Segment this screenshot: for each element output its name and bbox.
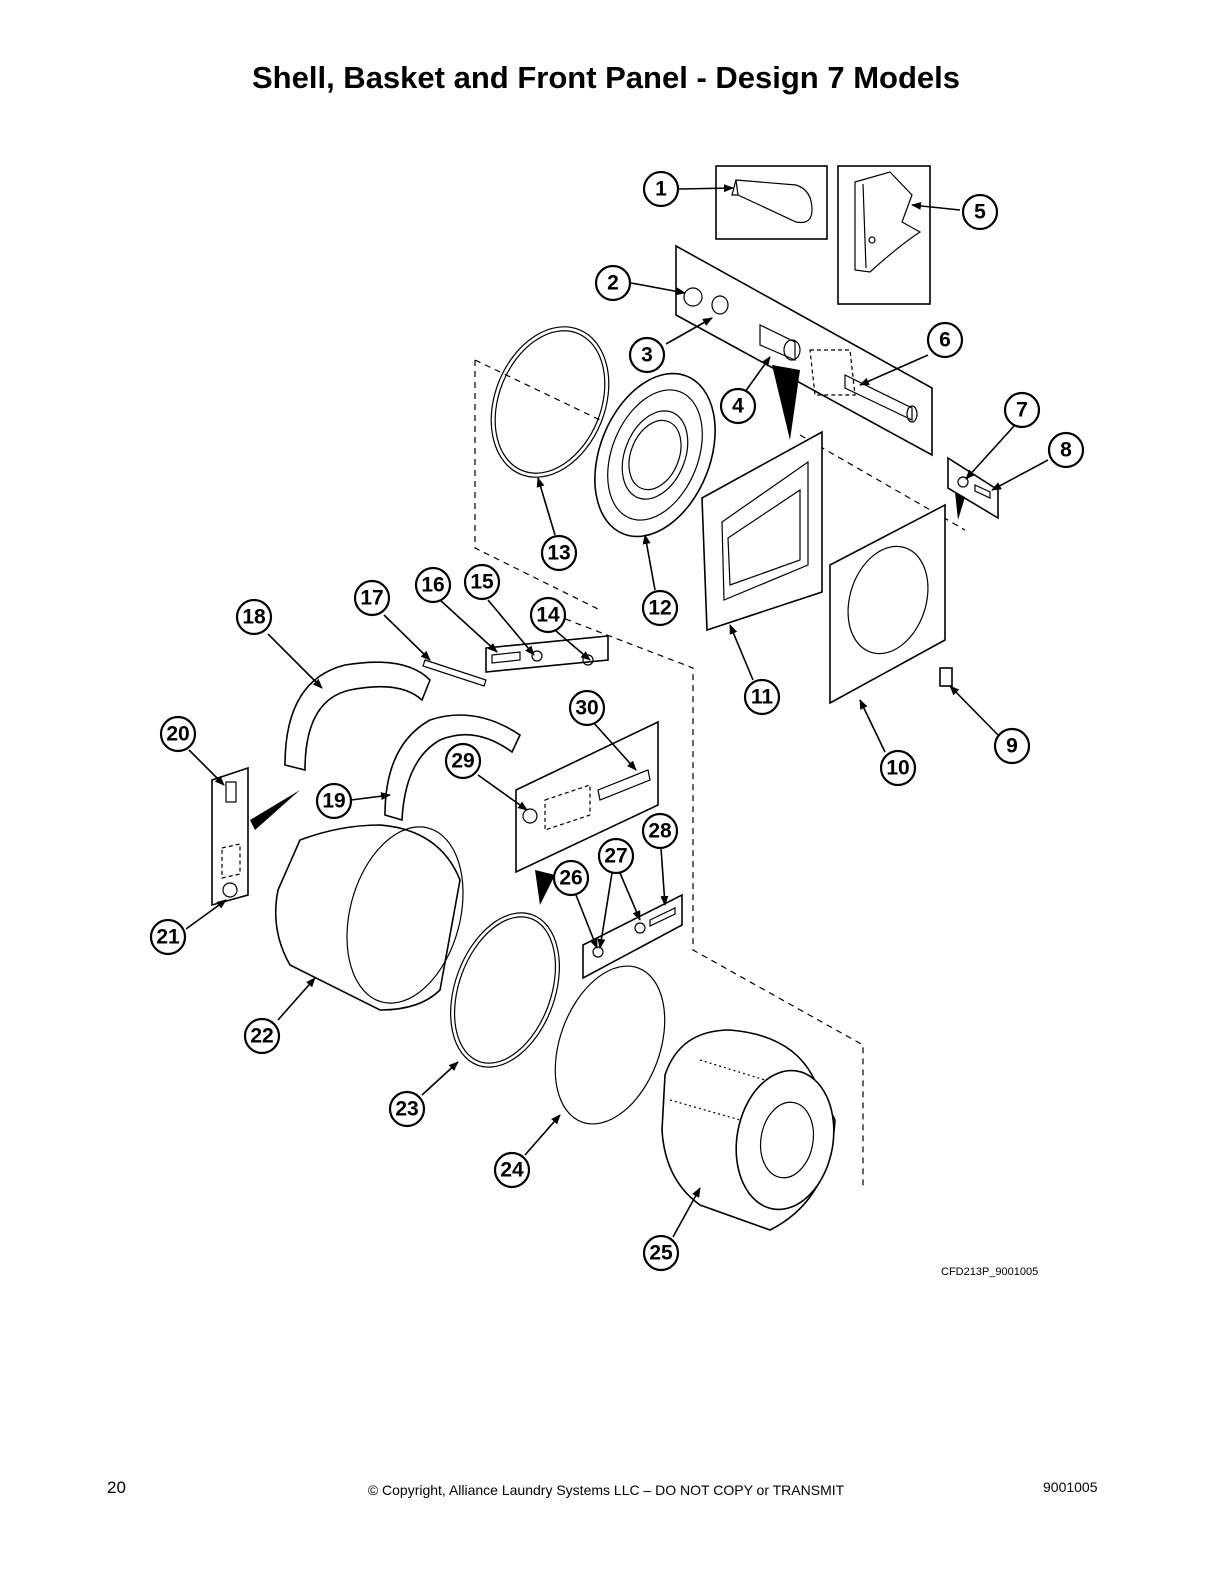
callout-12: 12 bbox=[641, 589, 679, 627]
svg-text:2: 2 bbox=[607, 272, 619, 295]
svg-text:19: 19 bbox=[322, 790, 345, 813]
leader-lines bbox=[185, 184, 1049, 1238]
svg-text:7: 7 bbox=[1016, 399, 1028, 422]
bracket-inset bbox=[837, 165, 931, 305]
door-gasket-ring bbox=[490, 326, 610, 478]
callout-27: 27 bbox=[597, 837, 635, 875]
callout-23: 23 bbox=[388, 1090, 426, 1128]
callout-22: 22 bbox=[243, 1017, 281, 1055]
svg-text:27: 27 bbox=[604, 845, 627, 868]
callout-14: 14 bbox=[529, 596, 567, 634]
svg-text:10: 10 bbox=[886, 757, 909, 780]
callout-5: 5 bbox=[961, 193, 999, 231]
svg-text:9: 9 bbox=[1006, 735, 1018, 758]
bolt-panel-29-30 bbox=[515, 720, 659, 905]
callout-11: 11 bbox=[743, 678, 781, 716]
page-title: Shell, Basket and Front Panel - Design 7… bbox=[252, 60, 960, 95]
callout-24: 24 bbox=[493, 1151, 531, 1189]
svg-text:3: 3 bbox=[641, 344, 653, 367]
screw-panel-26-28 bbox=[582, 893, 683, 980]
svg-text:18: 18 bbox=[242, 606, 266, 629]
clamp-ring-inner bbox=[453, 916, 557, 1064]
svg-text:5: 5 bbox=[974, 201, 986, 224]
support-rod bbox=[422, 659, 487, 687]
svg-text:24: 24 bbox=[500, 1159, 524, 1182]
svg-text:13: 13 bbox=[547, 542, 570, 565]
svg-text:26: 26 bbox=[559, 867, 582, 890]
callout-2: 2 bbox=[594, 264, 632, 302]
callout-13: 13 bbox=[540, 534, 578, 572]
clip-inset bbox=[715, 165, 828, 240]
svg-text:25: 25 bbox=[649, 1242, 673, 1265]
callout-20: 20 bbox=[159, 715, 197, 753]
svg-text:1: 1 bbox=[655, 178, 667, 201]
callout-8: 8 bbox=[1047, 431, 1085, 469]
svg-text:14: 14 bbox=[536, 604, 560, 627]
callout-21: 21 bbox=[149, 918, 187, 956]
svg-text:30: 30 bbox=[575, 697, 598, 720]
svg-text:16: 16 bbox=[421, 574, 444, 597]
svg-text:17: 17 bbox=[360, 587, 383, 610]
svg-text:20: 20 bbox=[166, 723, 189, 746]
callout-29: 29 bbox=[444, 742, 482, 780]
callout-18: 18 bbox=[235, 598, 273, 636]
bolt-nut-panel bbox=[211, 766, 300, 907]
callout-4: 4 bbox=[719, 387, 757, 425]
outer-shell bbox=[274, 824, 464, 1011]
svg-text:23: 23 bbox=[395, 1098, 418, 1121]
front-panel-plate bbox=[701, 430, 823, 632]
screw-washer-panel bbox=[947, 456, 999, 520]
callout-9: 9 bbox=[993, 727, 1031, 765]
drawing-id: CFD213P_9001005 bbox=[941, 1266, 1039, 1278]
callout-3: 3 bbox=[628, 336, 666, 374]
callout-15: 15 bbox=[463, 563, 501, 601]
svg-text:11: 11 bbox=[751, 686, 774, 709]
clamp-ring bbox=[450, 912, 560, 1068]
callout-28: 28 bbox=[641, 812, 679, 850]
shell-support-bands bbox=[284, 661, 522, 822]
callout-7: 7 bbox=[1003, 391, 1041, 429]
document-number: 9001005 bbox=[1043, 1479, 1098, 1495]
svg-text:29: 29 bbox=[451, 750, 474, 773]
callout-26: 26 bbox=[552, 859, 590, 897]
small-clip bbox=[939, 667, 953, 687]
bearing-housing bbox=[594, 372, 716, 538]
callout-16: 16 bbox=[414, 566, 452, 604]
callout-25: 25 bbox=[642, 1234, 680, 1272]
svg-text:28: 28 bbox=[648, 820, 672, 843]
page-number: 20 bbox=[107, 1478, 126, 1497]
basket-ring bbox=[554, 965, 666, 1125]
callout-10: 10 bbox=[879, 749, 917, 787]
svg-text:22: 22 bbox=[250, 1025, 273, 1048]
callout-30: 30 bbox=[568, 689, 606, 727]
svg-text:4: 4 bbox=[732, 395, 744, 418]
callout-19: 19 bbox=[315, 782, 353, 820]
svg-text:6: 6 bbox=[939, 329, 951, 352]
wash-basket bbox=[661, 1029, 836, 1231]
svg-text:21: 21 bbox=[156, 926, 180, 949]
svg-text:8: 8 bbox=[1060, 439, 1072, 462]
copyright-notice: © Copyright, Alliance Laundry Systems LL… bbox=[367, 1482, 845, 1498]
svg-text:15: 15 bbox=[470, 571, 494, 594]
callout-6: 6 bbox=[926, 321, 964, 359]
front-panel bbox=[829, 503, 946, 705]
callout-17: 17 bbox=[353, 579, 391, 617]
strap-hardware-panel bbox=[485, 635, 609, 673]
callout-1: 1 bbox=[642, 170, 680, 208]
svg-text:12: 12 bbox=[648, 597, 671, 620]
